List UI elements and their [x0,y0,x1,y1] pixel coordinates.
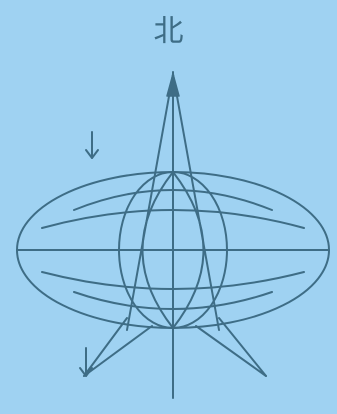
down-arrow-icon [86,132,98,158]
down-arrow-icon [80,348,92,376]
